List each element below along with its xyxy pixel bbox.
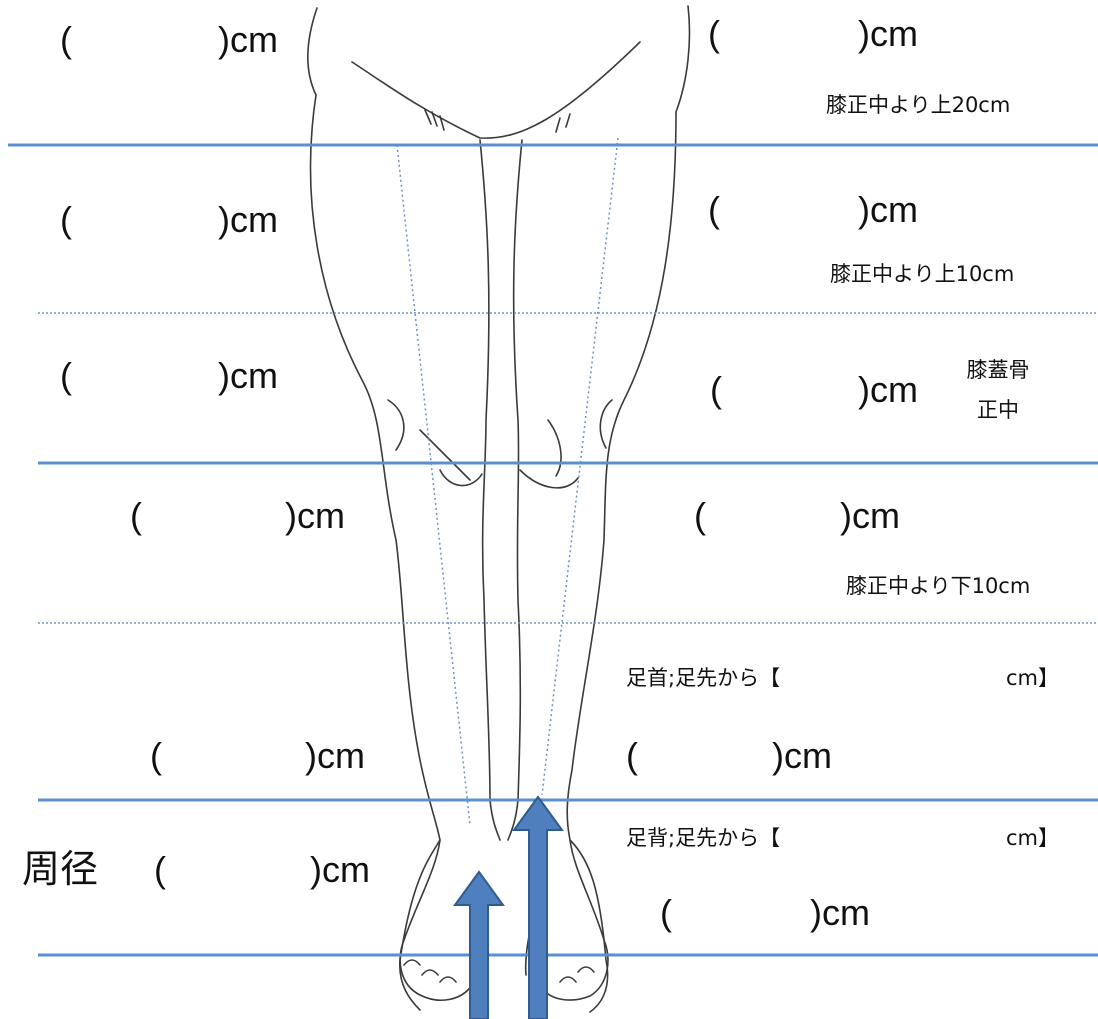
ankle-right-unit: )cm	[772, 735, 832, 776]
calf-left-open: (	[130, 495, 142, 536]
foot-right-unit: )cm	[810, 892, 870, 933]
measurement-lines	[8, 143, 1098, 957]
foot-arrow	[453, 870, 505, 1019]
crotch-curve	[351, 41, 641, 139]
toes	[403, 959, 595, 983]
ankle-right-open: (	[626, 735, 638, 776]
label-ankle-prefix: 足首;足先から【	[626, 666, 781, 690]
ankle-left-open: (	[150, 735, 162, 776]
hip-outline-right	[675, 5, 691, 113]
right-knee	[519, 399, 613, 489]
label-ankle-suffix: cm】	[1006, 666, 1060, 690]
thigh20-right-open: (	[708, 13, 720, 54]
foot-left-unit: )cm	[310, 849, 370, 890]
thigh20-left-open: (	[60, 19, 72, 60]
thigh10-left-open: (	[60, 199, 72, 240]
label-kneecap-line2: 正中	[977, 398, 1019, 422]
leg-axis-lines	[396, 137, 619, 826]
calf-right-open: (	[694, 495, 706, 536]
calf-right-unit: )cm	[840, 495, 900, 536]
thigh10-left-unit: )cm	[218, 199, 278, 240]
circumference-title: 周径	[22, 847, 99, 891]
foot-right-open: (	[660, 892, 672, 933]
knee-right-open: (	[710, 369, 722, 410]
label-below10: 膝正中より下10cm	[846, 574, 1031, 598]
left-leg-axis	[396, 144, 471, 826]
knee-left-open: (	[60, 355, 72, 396]
ankle-arrow	[512, 795, 564, 1019]
right-leg-inner	[507, 139, 523, 841]
foot-left-open: (	[154, 849, 166, 890]
label-dorsum-prefix: 足背;足先から【	[626, 826, 781, 850]
label-dorsum-suffix: cm】	[1006, 826, 1060, 850]
right-leg-outer	[566, 111, 677, 1013]
legs-sketch	[307, 5, 691, 1013]
label-above10: 膝正中より上10cm	[830, 262, 1015, 286]
ankle-left-unit: )cm	[305, 735, 365, 776]
right-leg-axis	[541, 137, 619, 796]
thigh20-right-unit: )cm	[858, 13, 918, 54]
left-leg-outer	[309, 94, 441, 1011]
left-leg-inner	[479, 139, 501, 841]
thigh10-right-open: (	[708, 189, 720, 230]
arrows	[453, 795, 564, 1019]
knee-left-unit: )cm	[218, 355, 278, 396]
label-above20: 膝正中より上20cm	[826, 93, 1011, 117]
thigh20-left-unit: )cm	[218, 19, 278, 60]
left-knee	[387, 399, 483, 487]
crotch-hair	[424, 109, 571, 133]
label-kneecap-line1: 膝蓋骨	[966, 358, 1030, 382]
thigh10-right-unit: )cm	[858, 189, 918, 230]
calf-left-unit: )cm	[285, 495, 345, 536]
knee-right-unit: )cm	[858, 369, 918, 410]
hip-outline	[307, 7, 318, 96]
